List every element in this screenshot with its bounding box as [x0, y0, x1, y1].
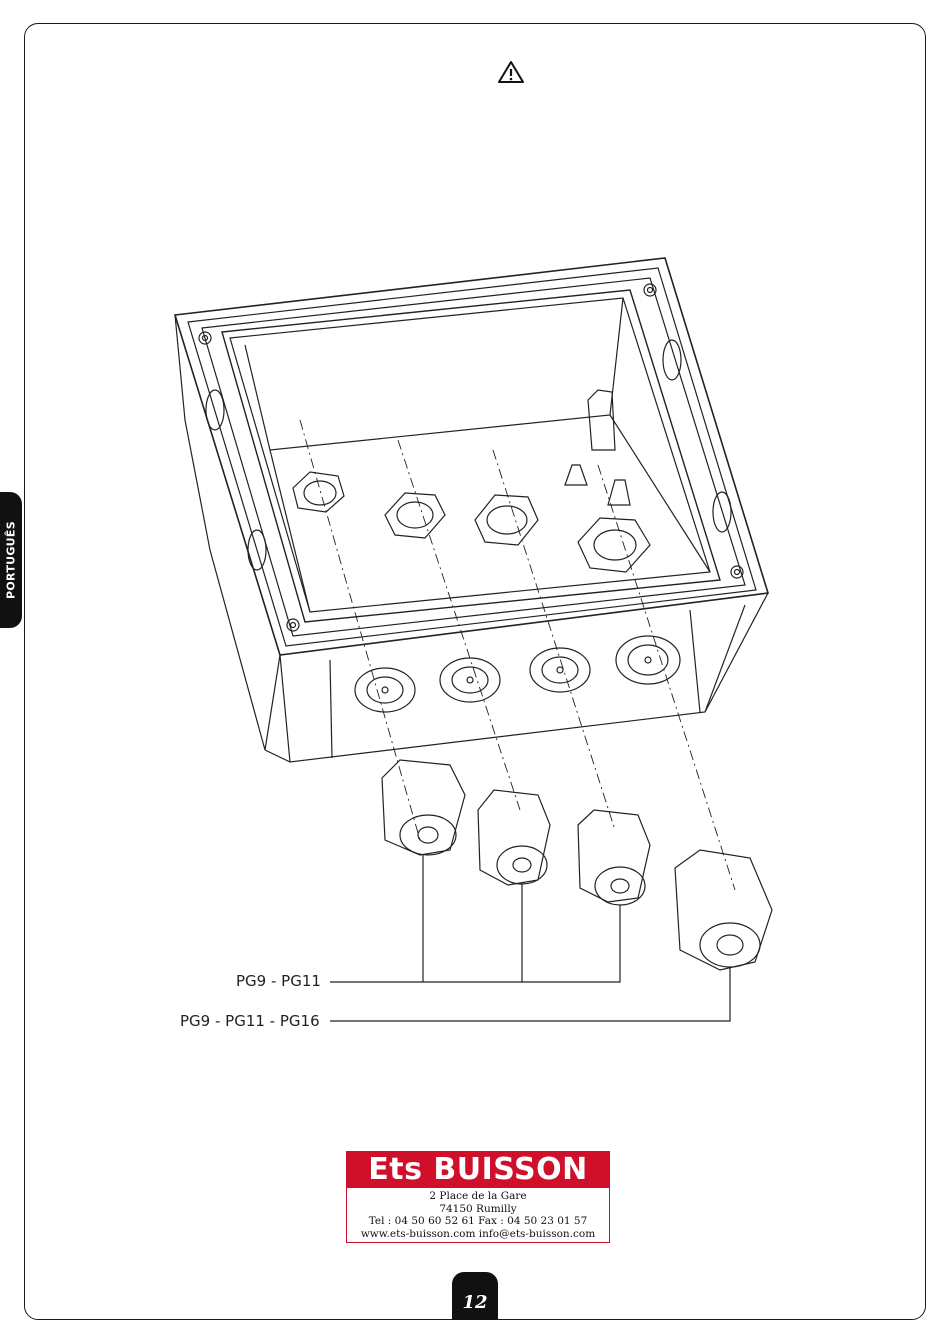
company-phone-fax: Tel : 04 50 60 52 61 Fax : 04 50 23 01 5… — [347, 1215, 609, 1228]
company-address-2: 74150 Rumilly — [347, 1203, 609, 1216]
knockout — [530, 648, 590, 692]
cable-gland — [675, 850, 772, 970]
lock-nut — [385, 493, 445, 538]
lock-nut — [475, 495, 538, 545]
screw — [287, 619, 299, 631]
lock-nut — [578, 518, 650, 572]
language-tab: PORTUGUÊS — [0, 492, 22, 628]
knockout — [440, 658, 500, 702]
gland-size-label-short: PG9 - PG11 — [236, 972, 321, 990]
knockout — [616, 636, 680, 684]
cable-gland — [382, 760, 465, 855]
company-logo: Ets BUISSON 2 Place de la Gare 74150 Rum… — [346, 1151, 610, 1243]
enclosure-body — [175, 315, 280, 750]
knockout — [355, 668, 415, 712]
cable-gland — [478, 790, 550, 885]
company-address-1: 2 Place de la Gare — [347, 1190, 609, 1203]
page-number-tab: 12 — [452, 1272, 498, 1320]
enclosure-opening — [222, 290, 720, 622]
company-web-email: www.ets-buisson.com info@ets-buisson.com — [347, 1228, 609, 1241]
page-number: 12 — [452, 1292, 498, 1313]
lock-nut — [293, 472, 344, 512]
warning-triangle-icon — [497, 60, 525, 84]
company-name: Ets BUISSON — [347, 1152, 609, 1188]
enclosure-cable-gland-drawing — [160, 250, 780, 1040]
cable-gland — [578, 810, 650, 905]
gland-size-label-long: PG9 - PG11 - PG16 — [180, 1012, 320, 1030]
language-tab-label: PORTUGUÊS — [5, 521, 18, 599]
